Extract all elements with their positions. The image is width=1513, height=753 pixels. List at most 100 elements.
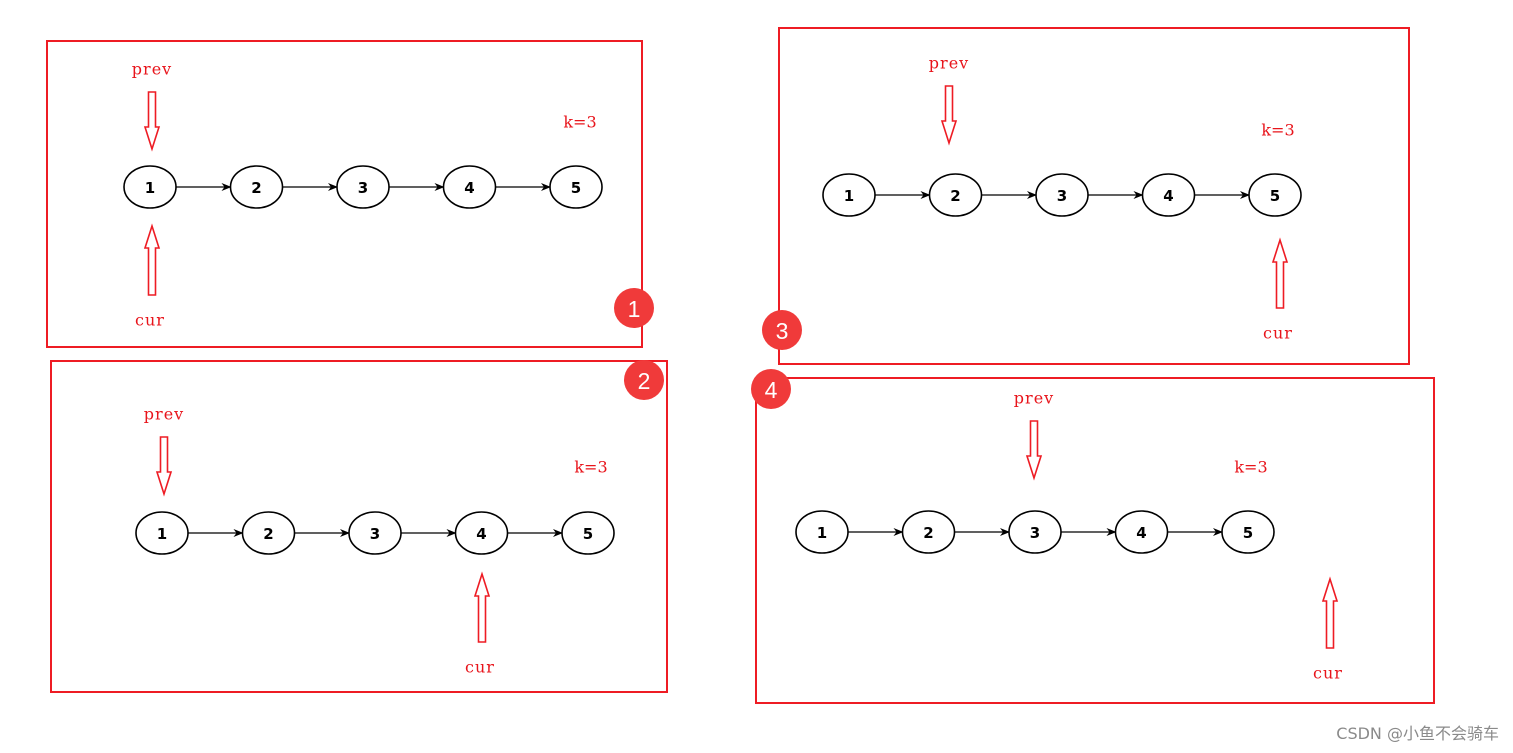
node-circle — [549, 165, 603, 209]
node-value: 4 — [464, 179, 474, 197]
node-circle — [336, 165, 390, 209]
step-badge: 1 — [614, 288, 654, 328]
badge-number: 2 — [638, 368, 651, 394]
list-node-1: 1 — [795, 510, 849, 554]
node-value: 5 — [1243, 524, 1253, 542]
node-circle — [442, 165, 497, 209]
prev-arrow-icon — [940, 85, 958, 146]
panel-frame — [46, 40, 643, 348]
badge-circle — [751, 369, 791, 409]
node-value: 1 — [817, 524, 827, 542]
step-panel-4: 1 2 3 4 5 prev cur k=3 4 — [751, 369, 1435, 704]
badge-circle — [762, 310, 802, 350]
list-node-5: 5 — [549, 165, 603, 209]
node-circle — [135, 511, 189, 555]
prev-arrow-icon — [1025, 420, 1043, 481]
node-value: 1 — [157, 525, 167, 543]
k-value-label: k=3 — [1261, 121, 1294, 140]
list-node-1: 1 — [822, 173, 876, 217]
k-value-label: k=3 — [563, 113, 596, 132]
panel-frame — [778, 27, 1410, 365]
list-node-2: 2 — [241, 511, 296, 555]
node-value: 4 — [1136, 524, 1146, 542]
step-panel-2: 1 2 3 4 5 prev cur k=3 2 — [50, 360, 668, 693]
badge-circle — [624, 360, 664, 400]
node-circle — [822, 173, 876, 217]
k-value-label: k=3 — [574, 458, 607, 477]
list-node-4: 4 — [1114, 510, 1169, 554]
prev-label: prev — [1014, 389, 1054, 408]
step-panel-1: 1 2 3 4 5 prev cur k=3 1 — [46, 40, 654, 348]
node-value: 3 — [370, 525, 380, 543]
node-circle — [1141, 173, 1196, 217]
node-value: 5 — [583, 525, 593, 543]
cur-arrow-icon — [473, 571, 491, 643]
prev-label: prev — [929, 54, 969, 73]
step-badge: 3 — [762, 310, 802, 350]
node-value: 3 — [1030, 524, 1040, 542]
node-circle — [795, 510, 849, 554]
cur-label: cur — [465, 658, 495, 677]
list-node-4: 4 — [442, 165, 497, 209]
node-value: 3 — [1057, 187, 1067, 205]
prev-label: prev — [144, 405, 184, 424]
node-circle — [1008, 510, 1062, 554]
node-value: 2 — [263, 525, 273, 543]
list-node-3: 3 — [1008, 510, 1062, 554]
node-circle — [348, 511, 402, 555]
badge-number: 4 — [765, 377, 778, 403]
cur-label: cur — [135, 311, 165, 330]
node-circle — [901, 510, 956, 554]
node-circle — [241, 511, 296, 555]
prev-arrow-icon — [143, 91, 161, 152]
step-badge: 2 — [624, 360, 664, 400]
step-badge: 4 — [751, 369, 791, 409]
node-value: 2 — [251, 179, 261, 197]
node-value: 5 — [571, 179, 581, 197]
node-circle — [454, 511, 509, 555]
cur-label: cur — [1313, 664, 1343, 683]
node-circle — [1035, 173, 1089, 217]
node-circle — [229, 165, 284, 209]
node-value: 2 — [950, 187, 960, 205]
badge-number: 1 — [628, 296, 641, 322]
list-node-3: 3 — [1035, 173, 1089, 217]
prev-label: prev — [132, 60, 172, 79]
prev-arrow-icon — [155, 436, 173, 497]
list-node-5: 5 — [1248, 173, 1302, 217]
list-node-5: 5 — [561, 511, 615, 555]
cur-arrow-icon — [1271, 237, 1289, 309]
cur-arrow-icon — [1321, 576, 1339, 649]
list-node-4: 4 — [454, 511, 509, 555]
node-circle — [123, 165, 177, 209]
node-circle — [1114, 510, 1169, 554]
node-value: 3 — [358, 179, 368, 197]
node-value: 4 — [476, 525, 486, 543]
node-value: 1 — [844, 187, 854, 205]
node-value: 5 — [1270, 187, 1280, 205]
node-circle — [561, 511, 615, 555]
list-node-2: 2 — [901, 510, 956, 554]
node-value: 2 — [923, 524, 933, 542]
panel-frame — [50, 360, 668, 693]
list-node-2: 2 — [928, 173, 983, 217]
list-node-3: 3 — [336, 165, 390, 209]
node-value: 4 — [1163, 187, 1173, 205]
list-node-1: 1 — [123, 165, 177, 209]
csdn-watermark: CSDN @小鱼不会骑车 — [1336, 724, 1499, 743]
panel-frame — [755, 377, 1435, 704]
node-value: 1 — [145, 179, 155, 197]
badge-circle — [614, 288, 654, 328]
node-circle — [928, 173, 983, 217]
list-node-3: 3 — [348, 511, 402, 555]
node-circle — [1221, 510, 1275, 554]
list-node-2: 2 — [229, 165, 284, 209]
k-value-label: k=3 — [1234, 458, 1267, 477]
list-node-1: 1 — [135, 511, 189, 555]
list-node-4: 4 — [1141, 173, 1196, 217]
node-circle — [1248, 173, 1302, 217]
cur-arrow-icon — [143, 223, 161, 296]
badge-number: 3 — [776, 318, 789, 344]
